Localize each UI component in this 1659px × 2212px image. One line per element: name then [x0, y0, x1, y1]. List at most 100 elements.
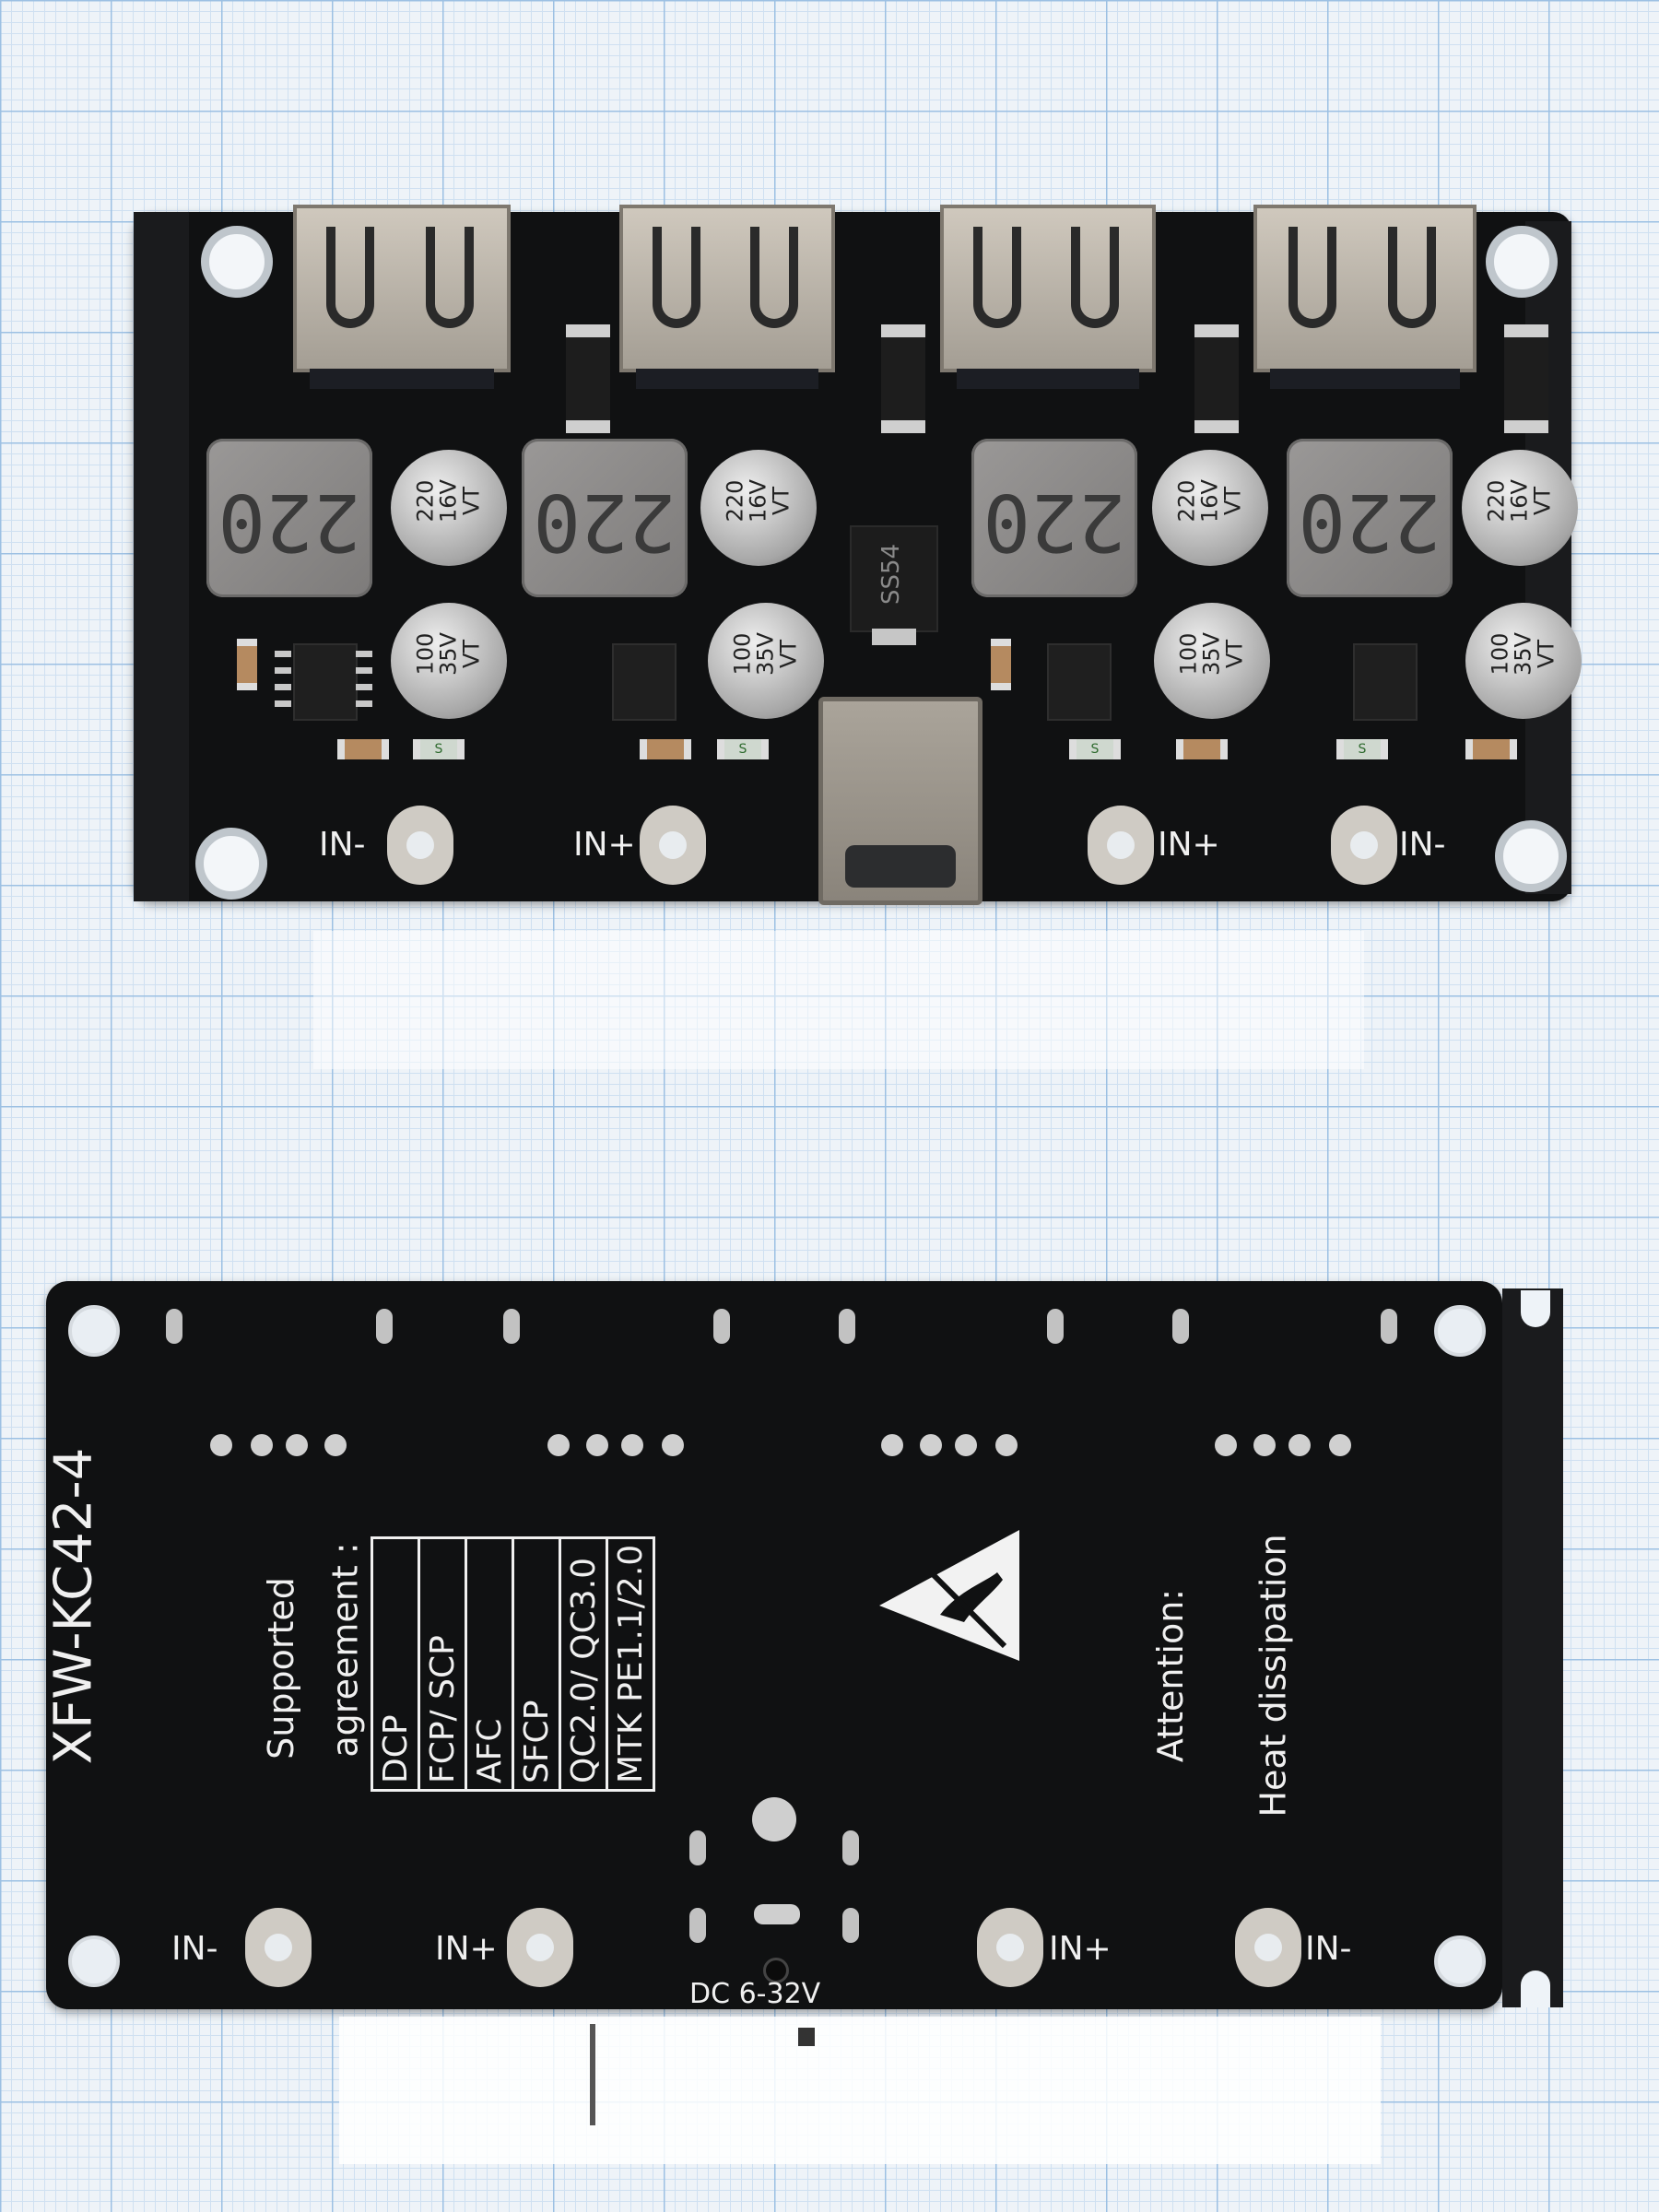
ic-pin [356, 667, 372, 674]
smd-resistor [337, 739, 389, 759]
inductor-3: 220 [971, 439, 1137, 597]
through-hole-slot [689, 1830, 706, 1865]
model-name: XFW-KC42-4 [43, 1447, 104, 1765]
mounting-hole-tl [68, 1305, 120, 1357]
via [1253, 1434, 1276, 1456]
via [621, 1434, 643, 1456]
inductor-2: 220 [522, 439, 688, 597]
pad-label: IN- [319, 826, 366, 864]
mounting-hole-tr [1486, 226, 1558, 298]
pad-in-minus-1 [387, 806, 453, 885]
attention-line2: Heat dissipation [1253, 1534, 1294, 1818]
mounting-hole-br [1434, 1936, 1486, 1987]
through-hole-slot [376, 1309, 393, 1344]
through-hole-slot [1172, 1309, 1189, 1344]
capacitor-220uf: 220 16V VT [1462, 450, 1578, 566]
label-mark [590, 2024, 595, 2125]
dc-jack-pin [763, 1958, 789, 1983]
through-hole-slot [166, 1309, 182, 1344]
label-mark [798, 2028, 815, 2046]
usb-c-input-port [818, 697, 982, 905]
protocol-item: SFCP [512, 1537, 560, 1791]
ic-pin [275, 700, 291, 707]
ic-pin [356, 651, 372, 657]
pad-in-minus-1 [245, 1908, 312, 1987]
via [586, 1434, 608, 1456]
capacitor-220uf: 220 16V VT [700, 450, 817, 566]
smd-resistor [991, 639, 1011, 690]
top-left-edge-rail [134, 212, 189, 901]
dc-jack-pad [752, 1797, 796, 1841]
supported-title-line1: Supported [260, 1577, 301, 1759]
smd-resistor [237, 639, 257, 690]
via [251, 1434, 273, 1456]
through-hole-slot [842, 1908, 859, 1943]
pad-label: IN- [1305, 1930, 1352, 1968]
diode-lead [872, 629, 916, 645]
ic-chip-1 [293, 643, 358, 721]
edge-notch [1521, 1290, 1550, 1327]
smd-diode [881, 324, 925, 433]
smd-diode [566, 324, 610, 433]
smd-diode [1504, 324, 1548, 433]
via [1215, 1434, 1237, 1456]
attention-line1: Attention: [1150, 1588, 1192, 1763]
bottom-pcb-board [46, 1281, 1502, 2009]
usb-port-2 [619, 205, 835, 389]
pad-in-plus-1 [640, 806, 706, 885]
schottky-diode-ss54: SS54 [850, 525, 938, 632]
capacitor-100uf: 100 35V VT [391, 603, 507, 719]
capacitor-220uf: 220 16V VT [391, 450, 507, 566]
pad-label: IN- [171, 1930, 218, 1968]
protocol-item: MTK PE1.1/2.0 [606, 1537, 654, 1791]
ic-chip-4 [1353, 643, 1418, 721]
via [920, 1434, 942, 1456]
mounting-hole-tr [1434, 1305, 1486, 1357]
smd-resistor [1465, 739, 1517, 759]
pad-in-plus-1 [507, 1908, 573, 1987]
capacitor-100uf: 100 35V VT [1465, 603, 1582, 719]
ic-pin [356, 700, 372, 707]
via [324, 1434, 347, 1456]
smd-fuse: S [717, 739, 769, 759]
pad-in-plus-2 [977, 1908, 1043, 1987]
through-hole-slot [842, 1830, 859, 1865]
via [662, 1434, 684, 1456]
mounting-hole-bl [68, 1936, 120, 1987]
bottom-right-edge-rail [1502, 1288, 1563, 2007]
protocol-item: FCP/ SCP [418, 1537, 466, 1791]
usb-port-1 [293, 205, 511, 389]
capacitor-220uf: 220 16V VT [1152, 450, 1268, 566]
via [286, 1434, 308, 1456]
capacitor-100uf: 100 35V VT [1154, 603, 1270, 719]
pad-label: IN+ [435, 1930, 498, 1968]
through-hole-slot [1047, 1309, 1064, 1344]
pad-label: IN+ [1158, 826, 1220, 864]
usb-port-4 [1253, 205, 1477, 389]
via [955, 1434, 977, 1456]
mounting-hole-br [1495, 820, 1567, 892]
esd-warning-icon [876, 1526, 1032, 1668]
usb-port-3 [940, 205, 1156, 389]
ic-pin [356, 684, 372, 690]
pad-in-minus-2 [1235, 1908, 1301, 1987]
smd-fuse: S [1336, 739, 1388, 759]
ic-pin [275, 684, 291, 690]
paper-label-strip [339, 2017, 1381, 2164]
inductor-4: 220 [1287, 439, 1453, 597]
through-hole-slot [839, 1309, 855, 1344]
protocol-list: DCP FCP/ SCP AFC SFCP QC2.0/ QC3.0 MTK P… [371, 1536, 655, 1792]
protocol-item: QC2.0/ QC3.0 [559, 1537, 607, 1791]
edge-notch [1521, 1971, 1550, 2007]
pad-label: IN- [1399, 826, 1446, 864]
through-hole-slot [503, 1309, 520, 1344]
via [881, 1434, 903, 1456]
through-hole-slot [713, 1309, 730, 1344]
smd-resistor [1176, 739, 1228, 759]
through-hole-slot [689, 1908, 706, 1943]
dc-jack-slot [754, 1904, 800, 1924]
via [1288, 1434, 1311, 1456]
via [995, 1434, 1018, 1456]
protocol-item: DCP [371, 1537, 419, 1791]
pad-label: IN+ [573, 826, 636, 864]
